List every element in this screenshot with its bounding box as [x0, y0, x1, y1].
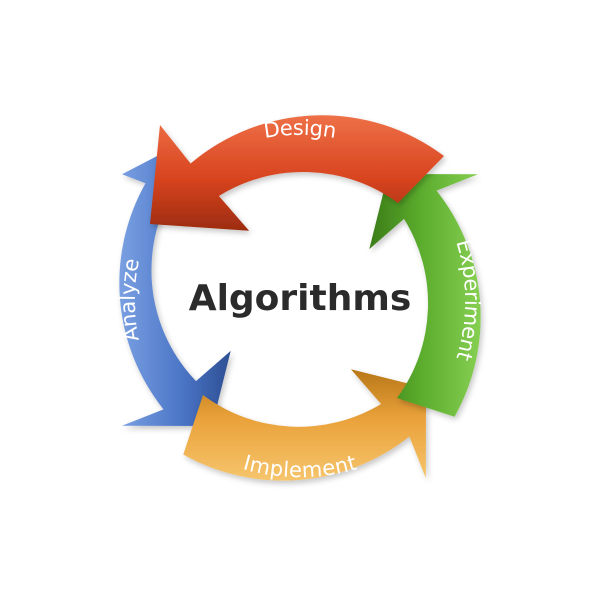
stage-label-analyze: Analyze: [116, 257, 144, 344]
arrow-design: [150, 115, 444, 231]
center-title: Algorithms: [189, 278, 412, 319]
arrow-experiment: [369, 174, 481, 417]
arrow-implement: [183, 369, 426, 481]
stage-label-design: Design: [262, 116, 338, 143]
arrow-analyze: [119, 154, 231, 426]
